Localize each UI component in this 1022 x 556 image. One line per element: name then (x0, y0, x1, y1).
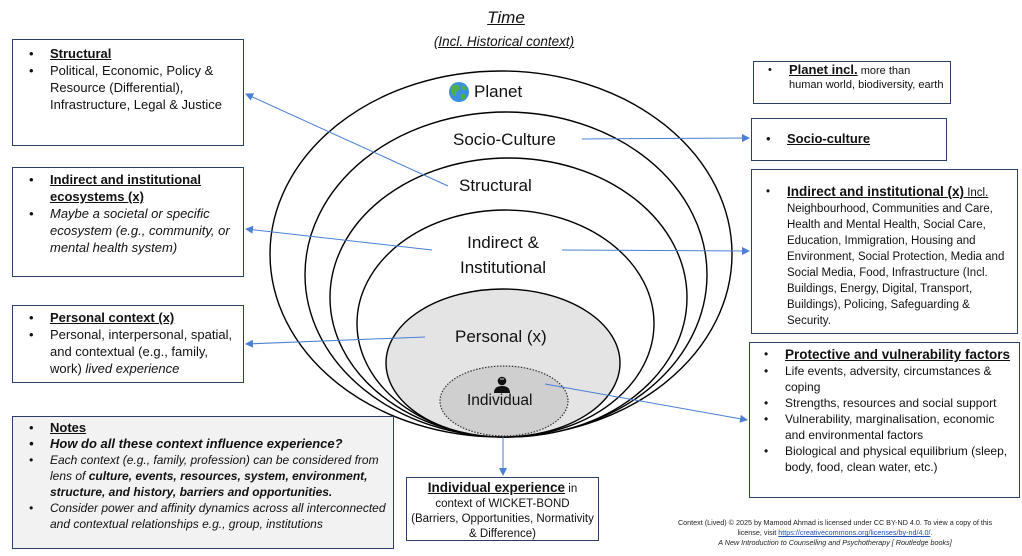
individual-experience-suffix: in (565, 483, 578, 495)
personal-context-heading: Personal context (x) (50, 310, 175, 325)
time-title: Time (487, 8, 525, 27)
indirect-institutional-incl: Incl. (964, 187, 989, 199)
notes-item2: Consider power and affinity dynamics acr… (50, 501, 386, 531)
credit-line1: Context (Lived) © 2025 by Mamood Ahmad i… (677, 518, 993, 527)
notes-question: How do all these context influence exper… (50, 436, 343, 451)
arrow-individual-right (544, 383, 748, 423)
globe-icon (449, 82, 469, 102)
individual-experience-box: Individual experience in context of WICK… (406, 477, 599, 541)
structural-text: Political, Economic, Policy & Resource (… (50, 63, 222, 112)
personal-context-text: Personal, interpersonal, spatial, and co… (50, 327, 233, 376)
protective-item: Vulnerability, marginalisation, economic… (785, 412, 995, 442)
indirect-institutional-text: Neighbourhood, Communities and Care, Hea… (787, 203, 1005, 327)
arrow-socio-right (581, 134, 750, 143)
ring-label-personal: Personal (x) (455, 327, 547, 346)
arrow-personal-left (245, 336, 426, 348)
notes-item1-text: Each context (e.g., family, profession) … (50, 453, 379, 483)
person-icon (494, 376, 510, 393)
indirect-institutional-box: Indirect and institutional (x) Incl. Neig… (751, 169, 1018, 334)
indirect-ecosystems-heading: Indirect and institutional ecosystems (x… (50, 172, 201, 204)
license-link[interactable]: https://creativecommons.org/licenses/by-… (778, 528, 931, 537)
ring-label-structural: Structural (459, 176, 532, 195)
planet-box: Planet incl. more than human world, biod… (753, 61, 951, 104)
ring-label-indirect-line2: Institutional (460, 258, 546, 277)
protective-item: Life events, adversity, circumstances & … (785, 364, 992, 394)
indirect-ecosystems-text: Maybe a societal or specific ecosystem (… (50, 206, 230, 255)
socio-culture-heading: Socio-culture (787, 131, 871, 146)
socio-culture-box: Socio-culture (751, 118, 947, 161)
credit-line2-pre: license, visit (737, 528, 779, 537)
personal-context-italic: lived experience (85, 361, 180, 376)
personal-context-box: Personal context (x) Personal, interpers… (12, 305, 244, 383)
protective-item: Strengths, resources and social support (785, 396, 997, 410)
credit-line2-post: . (930, 528, 933, 537)
indirect-institutional-heading: Indirect and institutional (x) (787, 184, 965, 199)
individual-experience-line3: (Barriers, Opportunities, Normativity & … (411, 513, 594, 540)
notes-heading: Notes (50, 420, 87, 435)
arrow-structural-left (245, 93, 449, 187)
ring-individual (439, 365, 569, 437)
structural-heading: Structural (50, 46, 112, 61)
ring-label-socio-culture: Socio-Culture (453, 130, 556, 149)
notes-box: Notes How do all these context influence… (12, 416, 394, 549)
structural-box: Structural Political, Economic, Policy &… (12, 39, 244, 146)
arrow-indirect-right (561, 246, 750, 255)
protective-vulnerability-box: Protective and vulnerability factors Lif… (749, 342, 1020, 498)
planet-heading: Planet incl. (789, 62, 858, 77)
notes-item1-bold: culture, events, resources, system, envi… (50, 469, 368, 499)
ring-label-indirect: Indirect & Institutional (443, 230, 563, 280)
license-credit: Context (Lived) © 2025 by Mamood Ahmad i… (650, 518, 1020, 548)
ring-label-indirect-line1: Indirect & (467, 233, 539, 252)
arrow-indirect-left (245, 225, 433, 251)
planet-text: more than human world, biodiversity, ear… (789, 65, 944, 91)
indirect-ecosystems-box: Indirect and institutional ecosystems (x… (12, 167, 244, 277)
credit-book: A New Introduction to Counselling and Ps… (718, 538, 952, 547)
ring-label-individual: Individual (467, 392, 533, 409)
time-subtitle: (Incl. Historical context) (433, 34, 575, 49)
individual-experience-heading: Individual experience (427, 480, 566, 495)
individual-experience-line2: context of WICKET-BOND (435, 498, 570, 510)
protective-item: Biological and physical equilibrium (sle… (785, 444, 1008, 474)
protective-heading: Protective and vulnerability factors (785, 347, 1011, 362)
ring-label-planet: Planet (474, 82, 523, 101)
